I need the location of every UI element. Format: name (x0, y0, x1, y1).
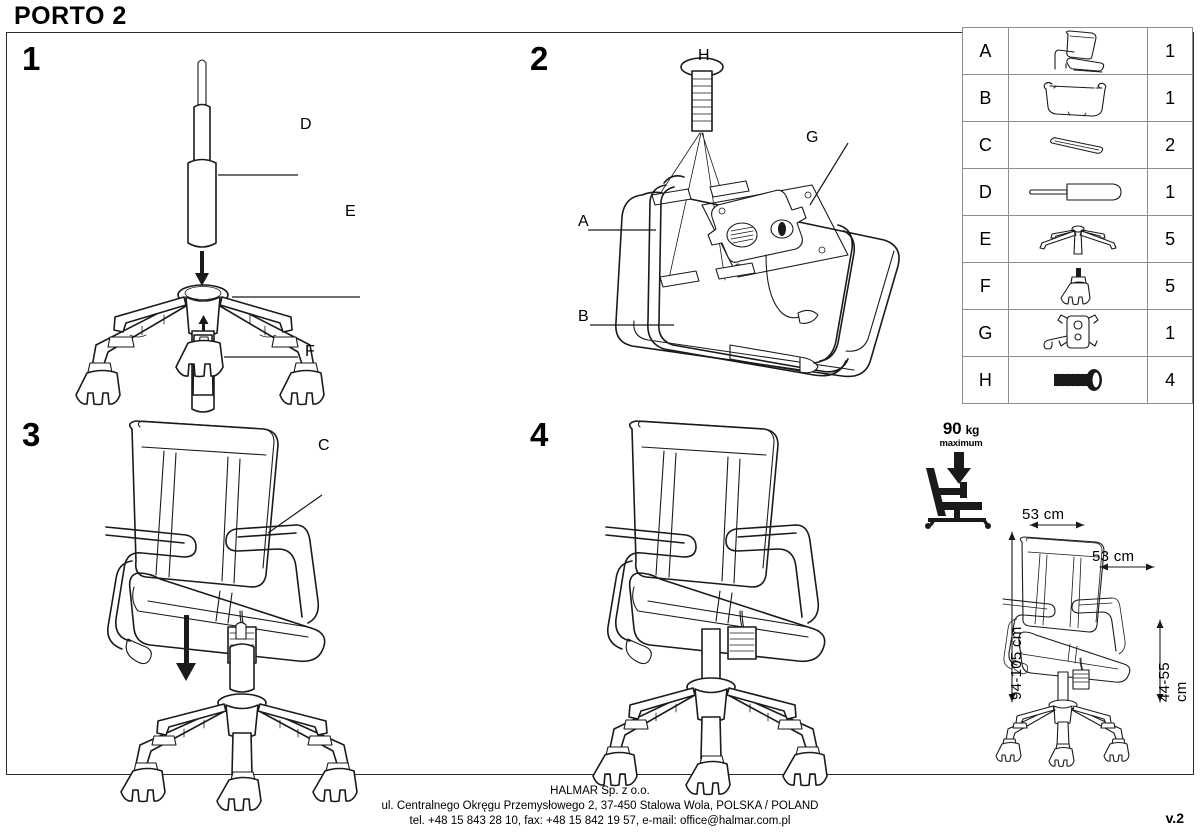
weight-limit-value: 90 kg (942, 419, 980, 438)
callout-label-b: B (578, 308, 590, 325)
dimension-seat-height: 44-55 cm (1156, 662, 1190, 702)
callout-label-h: H (698, 47, 711, 64)
five-star-base-icon (1007, 215, 1149, 263)
callout-label-c: C (318, 437, 331, 454)
tilt-mechanism-icon (1007, 309, 1149, 357)
table-row: H 4 (962, 356, 1193, 404)
part-quantity: 2 (1147, 121, 1193, 169)
footer-company: HALMAR Sp. z o.o. (550, 785, 650, 797)
part-letter: E (962, 215, 1009, 263)
table-row: G 1 (962, 309, 1193, 357)
step-1-number: 1 (22, 40, 41, 77)
callout-label-d: D (300, 116, 313, 133)
footer-address: ul. Centralnego Okręgu Przemysłowego 2, … (381, 800, 819, 812)
step-4-illustration (592, 420, 828, 796)
callout-label-a: A (578, 213, 590, 230)
callout-label-g: G (806, 129, 819, 146)
part-quantity: 4 (1147, 356, 1193, 404)
step-3-illustration (105, 420, 358, 812)
part-letter: F (962, 262, 1009, 310)
part-quantity: 1 (1147, 27, 1193, 75)
page-title: PORTO 2 (14, 2, 127, 30)
dimension-total-height: 94-105 cm (1008, 626, 1025, 700)
step-2-illustration (588, 57, 900, 378)
table-row: F 5 (962, 262, 1193, 310)
footer: HALMAR Sp. z o.o. ul. Centralnego Okręgu… (0, 784, 1200, 829)
dimension-arrows (1008, 521, 1164, 703)
part-quantity: 1 (1147, 309, 1193, 357)
step-4-number: 4 (530, 416, 549, 453)
part-quantity: 1 (1147, 168, 1193, 216)
callout-label-f: F (305, 343, 316, 360)
step-2-number: 2 (530, 40, 549, 77)
weight-limit-badge: 90 kg maximum (918, 420, 1004, 449)
table-row: A 1 (962, 27, 1193, 75)
part-letter: B (962, 74, 1009, 122)
bolt-screw-icon (1007, 356, 1149, 404)
version-label: v.2 (1165, 810, 1184, 826)
part-letter: H (962, 356, 1009, 404)
weight-limit-chair-icon (925, 452, 991, 529)
table-row: D 1 (962, 168, 1193, 216)
arm-frame-icon (1007, 74, 1149, 122)
part-quantity: 5 (1147, 262, 1193, 310)
part-letter: C (962, 121, 1009, 169)
step-1-illustration (75, 59, 360, 413)
callout-label-e: E (345, 203, 357, 220)
dimensioned-chair-illustration (995, 536, 1131, 768)
gas-lift-icon (1007, 168, 1149, 216)
caster-wheel-icon (1007, 262, 1149, 310)
step-3-number: 3 (22, 416, 41, 453)
seat-backrest-icon (1007, 27, 1149, 75)
table-row: E 5 (962, 215, 1193, 263)
part-letter: A (962, 27, 1009, 75)
footer-contact: tel. +48 15 843 28 10, fax: +48 15 842 1… (409, 815, 791, 827)
part-letter: G (962, 309, 1009, 357)
table-row: C 2 (962, 121, 1193, 169)
part-letter: D (962, 168, 1009, 216)
dimension-seat-width: 53 cm (1022, 506, 1065, 523)
table-row: B 1 (962, 74, 1193, 122)
weight-limit-caption: maximum (939, 438, 983, 449)
part-quantity: 5 (1147, 215, 1193, 263)
dimension-seat-depth: 53 cm (1092, 548, 1135, 565)
arm-pad-icon (1007, 121, 1149, 169)
part-quantity: 1 (1147, 74, 1193, 122)
parts-list-table: A 1 B (962, 27, 1193, 404)
